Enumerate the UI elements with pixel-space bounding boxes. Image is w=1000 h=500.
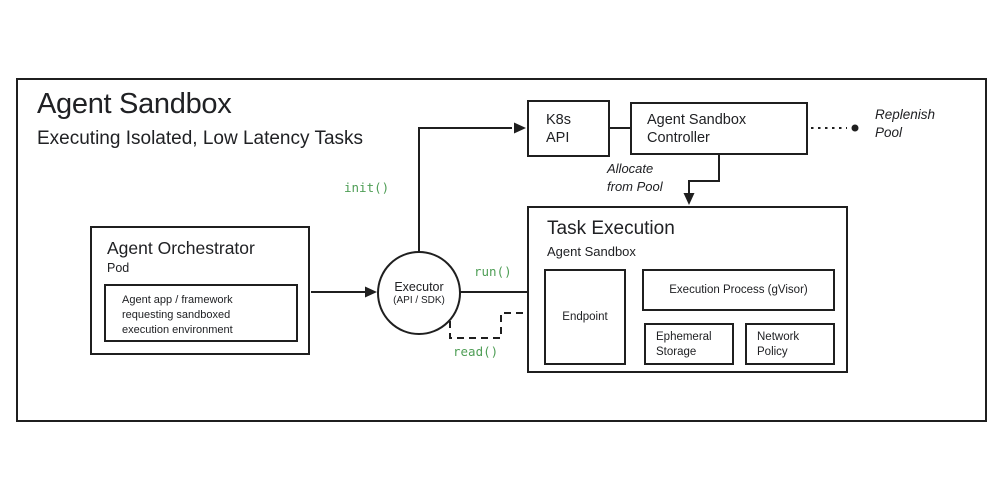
replenish-pool-label: Replenish Pool [875,107,936,141]
task-execution-title: Task Execution [547,218,675,239]
agent-orchestrator-node: Agent Orchestrator Pod Agent app / frame… [90,226,310,355]
page-title: Agent Sandbox [37,88,232,120]
agent-orchestrator-title: Agent Orchestrator [107,238,255,258]
k8s-api-node: K8s API [527,100,610,157]
agent-sandbox-controller-node: Agent Sandbox Controller [630,102,808,155]
endpoint-box: Endpoint [544,269,626,365]
executor-subtitle: (API / SDK) [393,295,445,306]
executor-node: Executor (API / SDK) [377,251,461,335]
task-execution-subtitle: Agent Sandbox [547,244,636,259]
agent-orchestrator-subtitle: Pod [107,261,130,275]
executor-title: Executor [394,280,444,294]
ephemeral-storage-box: Ephemeral Storage [644,323,734,365]
network-policy-box: Network Policy [745,323,835,365]
execution-process-box: Execution Process (gVisor) [642,269,835,311]
task-execution-node: Task Execution Agent Sandbox Endpoint Ex… [527,206,848,373]
read-call-label: read() [453,344,499,359]
run-call-label: run() [474,264,512,279]
allocate-from-pool-label: Allocate from Pool [607,161,663,194]
init-call-label: init() [344,180,390,195]
page-subtitle: Executing Isolated, Low Latency Tasks [37,128,364,149]
agent-app-framework-box: Agent app / framework requesting sandbox… [104,284,298,342]
